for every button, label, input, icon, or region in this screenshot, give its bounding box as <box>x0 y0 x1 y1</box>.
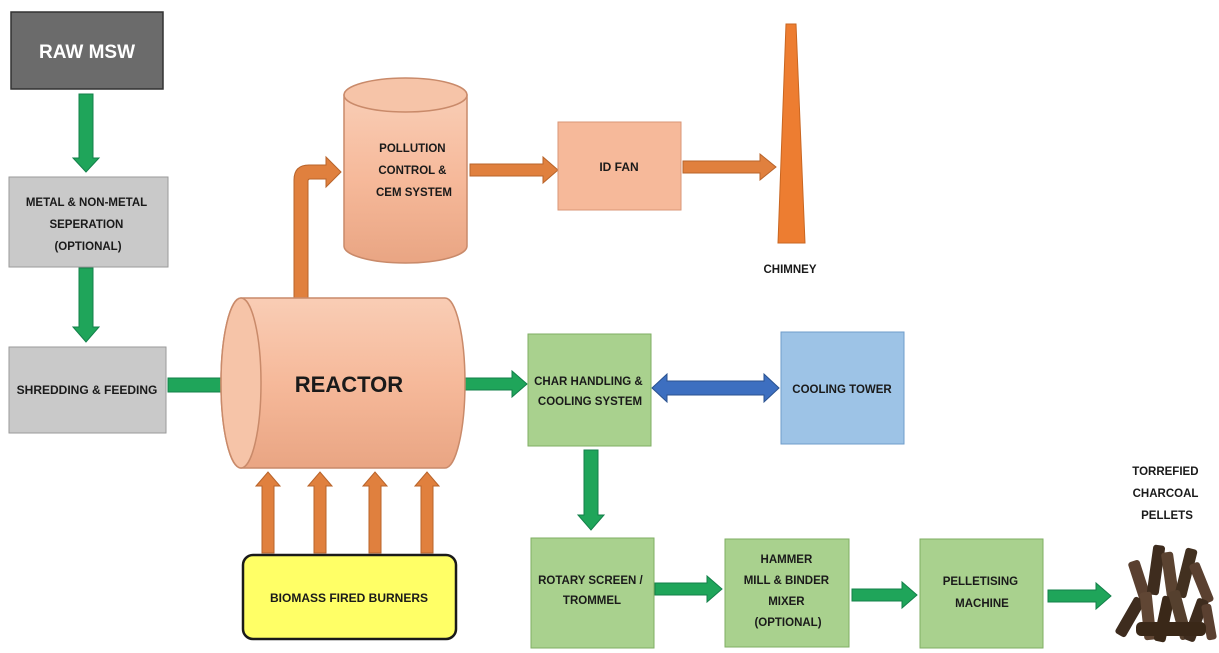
node-id-fan: ID FAN <box>557 121 682 211</box>
node-cooling-tower: COOLING TOWER <box>780 331 905 445</box>
node-metal-separation: METAL & NON-METAL SEPERATION (OPTIONAL) <box>8 176 169 268</box>
chimney-label: CHIMNEY <box>763 264 816 276</box>
product-line-1: TORREFIED <box>1132 466 1198 478</box>
arrow-reactor-to-char-handling <box>463 369 528 399</box>
node-char-handling: CHAR HANDLING & COOLING SYSTEM <box>527 333 652 447</box>
pollution-line-2: CONTROL & <box>378 165 446 177</box>
arrow-hammer-to-pelletising <box>851 580 918 610</box>
pelletising-line-1: PELLETISING <box>943 576 1018 588</box>
hammer-line-3: MIXER <box>768 596 805 608</box>
charcoal-pellets-image <box>1115 544 1217 643</box>
node-rotary-screen: ROTARY SCREEN / TROMMEL <box>530 537 655 649</box>
svg-text:ROTARY SCREEN / TROMMEL: ROTARY SCREEN / TROMMEL <box>538 575 646 607</box>
node-pelletising-machine: PELLETISING MACHINE <box>919 538 1044 649</box>
arrow-burner-to-reactor-3 <box>361 471 389 554</box>
rotary-line-2: TROMMEL <box>563 595 621 607</box>
node-pollution-control: POLLUTION CONTROL & CEM SYSTEM <box>343 77 468 264</box>
hammer-line-1: HAMMER <box>761 554 813 566</box>
hammer-line-2: MILL & BINDER <box>744 575 830 587</box>
reactor-label: REACTOR <box>295 372 403 397</box>
arrow-reactor-to-pollution-control <box>293 155 342 299</box>
char-line-2: COOLING SYSTEM <box>538 396 642 408</box>
product-line-3: PELLETS <box>1141 510 1193 522</box>
arrow-rotary-to-hammer-mill <box>654 574 723 604</box>
burners-label: BIOMASS FIRED BURNERS <box>270 591 428 605</box>
chimney-stack <box>777 23 806 244</box>
arrow-idfan-to-chimney <box>682 152 777 182</box>
cooling-tower-label: COOLING TOWER <box>792 384 892 396</box>
pollution-line-1: POLLUTION <box>379 143 445 155</box>
separation-line-3: (OPTIONAL) <box>54 241 121 253</box>
arrow-burner-to-reactor-2 <box>306 471 334 554</box>
svg-text:METAL & NON-METAL SEPERA: METAL & NON-METAL SEPERATION (OPTIONAL) <box>26 197 150 253</box>
arrow-pollution-to-idfan <box>469 155 559 185</box>
pelletising-line-2: MACHINE <box>955 598 1009 610</box>
node-reactor: REACTOR <box>220 297 466 469</box>
raw-msw-label: RAW MSW <box>39 42 135 63</box>
svg-text:TORREFIED CHARCOAL: TORREFIED CHARCOAL PELLETS <box>1132 466 1201 522</box>
arrow-burner-to-reactor-1 <box>254 471 282 554</box>
svg-text:PELLETISING MACHINE: PELLETISING MACHINE <box>943 576 1022 610</box>
arrow-separation-to-shredding <box>71 267 101 343</box>
svg-text:POLLUTION CONTROL &: POLLUTION CONTROL & CEM SYSTEM <box>376 143 452 199</box>
node-hammer-mill: HAMMER MILL & BINDER MIXER (OPTIONAL) <box>724 538 850 648</box>
node-chimney: CHIMNEY <box>763 23 817 276</box>
shredding-label: SHREDDING & FEEDING <box>17 383 158 397</box>
node-raw-msw: RAW MSW <box>10 11 164 90</box>
rotary-line-1: ROTARY SCREEN / <box>538 575 643 587</box>
svg-text:HAMMER MILL & BINDER: HAMMER MILL & BINDER MIXER (OPTIONAL) <box>744 554 833 629</box>
node-biomass-burners: BIOMASS FIRED BURNERS <box>241 553 458 641</box>
arrow-char-cooling-tower-bidirectional <box>651 372 780 404</box>
arrow-raw-to-separation <box>71 93 101 173</box>
char-line-1: CHAR HANDLING & <box>534 376 643 388</box>
node-shredding-feeding: SHREDDING & FEEDING <box>8 346 167 434</box>
arrow-pelletising-to-product <box>1047 581 1112 611</box>
arrow-burner-to-reactor-4 <box>413 471 441 554</box>
pollution-line-3: CEM SYSTEM <box>376 187 452 199</box>
separation-line-2: SEPERATION <box>49 219 123 231</box>
node-torrefied-charcoal-pellets: TORREFIED CHARCOAL PELLETS <box>1115 466 1217 643</box>
id-fan-label: ID FAN <box>599 160 638 174</box>
hammer-line-4: (OPTIONAL) <box>754 617 821 629</box>
arrow-char-to-rotary-screen <box>576 449 606 531</box>
product-line-2: CHARCOAL <box>1133 488 1199 500</box>
separation-line-1: METAL & NON-METAL <box>26 197 147 209</box>
svg-text:CHAR HANDLING & COOLING: CHAR HANDLING & COOLING SYSTEM <box>534 376 646 408</box>
